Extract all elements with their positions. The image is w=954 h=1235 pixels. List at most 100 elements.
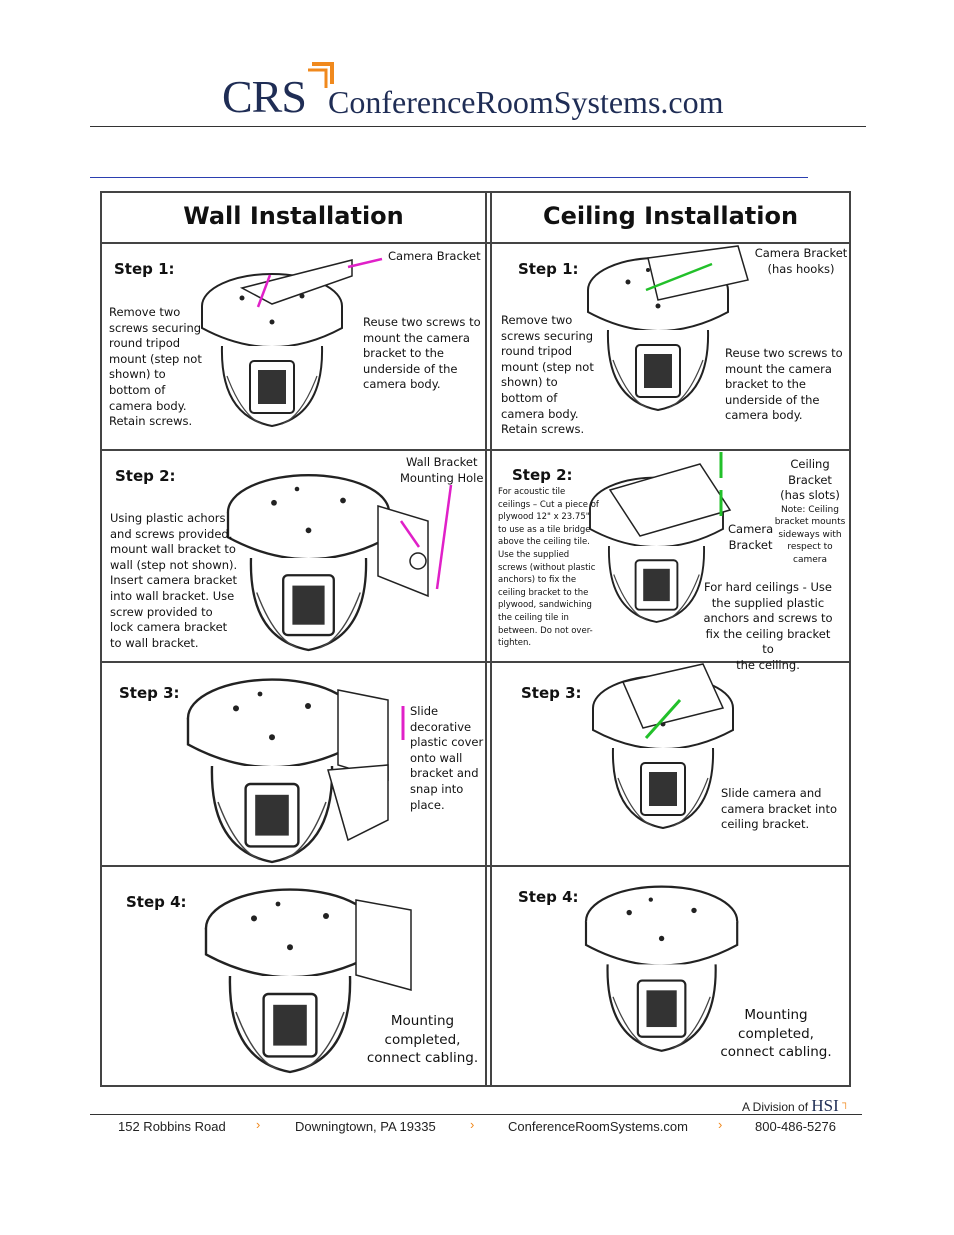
ceiling-step2-bracket-callout: Ceiling Bracket (has slots) (772, 457, 848, 504)
division-text: A Division of (742, 1100, 809, 1114)
text-line: snap into (410, 781, 464, 796)
text-line: bracket mounts (774, 517, 846, 528)
ceiling-step2-acoustic-text: For acoustic tile ceilings – Cut a piece… (498, 486, 599, 650)
text-line: between. Do not over- (498, 625, 593, 636)
text-line: Slide camera and (721, 786, 822, 800)
text-line: tighten. (498, 638, 532, 649)
wall-installation-title: Wall Installation (183, 202, 404, 230)
footer-website[interactable]: ConferenceRoomSystems.com (508, 1119, 688, 1134)
text-line: decorative (410, 719, 472, 734)
text-line: Wall Bracket (405, 455, 478, 469)
text-line: completed, (738, 1025, 814, 1042)
wall-step3-callout-line (401, 706, 405, 740)
text-line: camera body. (501, 406, 579, 421)
ceiling-step1-label: Step 1: (518, 260, 579, 278)
ceiling-step2-label: Step 2: (512, 466, 573, 484)
text-line: bracket to the (363, 346, 444, 361)
text-line: anchors and screws to (703, 611, 833, 626)
ceiling-step3-callout-line (644, 698, 682, 740)
text-line: Retain screws. (501, 422, 585, 437)
text-line: camera bracket into (721, 801, 837, 816)
text-line: Bracket (788, 472, 832, 487)
wall-step2-callout-line (399, 485, 453, 590)
text-line: ceiling bracket. (721, 817, 810, 832)
text-line: round tripod (501, 344, 573, 359)
text-line: bracket and (410, 766, 479, 781)
wall-step1-right-text: Reuse two screws to mount the camera bra… (363, 315, 481, 393)
text-line: Note: Ceiling (781, 505, 839, 515)
wall-step1-label: Step 1: (114, 260, 175, 278)
text-line: screws securing (109, 320, 202, 335)
text-line: Reuse two screws to (725, 346, 843, 360)
ceiling-step3-text: Slide camera and camera bracket into cei… (721, 786, 837, 833)
text-line: For hard ceilings - Use (704, 580, 832, 594)
text-line: and screws provided, (110, 526, 233, 541)
text-line: the ceiling tile in (498, 612, 569, 623)
text-line: connect cabling. (720, 1044, 832, 1060)
wall-step1-callout-line (256, 257, 383, 308)
row-divider-1 (100, 449, 851, 451)
text-line: completed, (384, 1031, 461, 1048)
logo-crs: CRS (222, 71, 307, 122)
text-line: (has hooks) (767, 261, 835, 276)
footer-phone: 800-486-5276 (755, 1119, 836, 1134)
text-line: anchors) to fix the (498, 575, 577, 586)
text-line: bottom of (501, 390, 558, 405)
text-line: screws (without plastic (498, 562, 596, 573)
text-line: camera (793, 554, 827, 565)
text-line: mount (step not (109, 351, 202, 366)
wall-step3-camera-illustration (186, 678, 389, 864)
chevron-right-icon: › (256, 1117, 261, 1132)
text-line: Camera (728, 522, 774, 536)
text-line: bracket to the (725, 377, 806, 392)
text-line: mount the camera (363, 330, 470, 345)
text-line: Insert camera bracket (110, 573, 237, 588)
row-divider-2 (100, 661, 851, 663)
ceiling-step2-hard-text: For hard ceilings - Use the supplied pla… (700, 580, 836, 674)
text-line: camera body. (725, 408, 803, 423)
text-line: the supplied plastic (711, 595, 825, 610)
text-line: plastic cover (410, 735, 484, 750)
division-line: A Division of HSI ┐ (742, 1096, 849, 1116)
text-line: onto wall (410, 750, 463, 765)
footer-city: Downingtown, PA 19335 (295, 1119, 436, 1134)
text-line: Camera Bracket (754, 246, 848, 260)
text-line: Ceiling (790, 457, 830, 471)
wall-step1-callout: Camera Bracket (388, 249, 481, 263)
ceiling-step4-text: Mounting completed, connect cabling. (714, 1006, 838, 1062)
text-line: ceilings – Cut a piece of (498, 499, 599, 510)
text-line: shown) to (501, 375, 558, 390)
text-line: the ceiling. (736, 657, 800, 672)
text-line: Reuse two screws to (363, 315, 481, 329)
ceiling-step1-callout-line (645, 262, 713, 292)
text-line: camera body. (363, 377, 441, 392)
text-line: above the ceiling tile. (498, 537, 590, 548)
text-line: underside of the (363, 361, 458, 376)
logo: CRS ConferenceRoomSystems.com (222, 62, 742, 124)
text-line: Using plastic achors (110, 511, 226, 525)
hsi-logo: HSI (811, 1096, 839, 1115)
text-line: Mounting (390, 1013, 455, 1029)
ceiling-step2-camera-illustration (589, 463, 732, 623)
text-line: respect to (787, 542, 833, 553)
text-line: (has slots) (780, 488, 840, 503)
wall-step2-text: Using plastic achors and screws provided… (110, 511, 237, 651)
text-line: fix the ceiling bracket to (705, 626, 831, 657)
ceiling-step4-label: Step 4: (518, 888, 579, 906)
text-line: place. (410, 797, 445, 812)
text-line: ceiling bracket to the (498, 587, 589, 598)
wall-step2-camera-illustration (226, 474, 429, 652)
text-line: underside of the (725, 392, 820, 407)
column-divider-2 (490, 191, 492, 1087)
footer-rule (90, 1114, 862, 1115)
row-divider-3 (100, 865, 851, 867)
chevron-right-icon: › (718, 1117, 723, 1132)
text-line: to wall bracket. (110, 635, 199, 650)
instruction-table (100, 191, 851, 1087)
text-line: mount (step not (501, 359, 594, 374)
text-line: Mounting Hole (400, 470, 484, 485)
row-divider-title (100, 242, 851, 244)
text-line: screw provided to (110, 604, 213, 619)
wall-step2-callout: Wall Bracket Mounting Hole (400, 455, 483, 486)
ceiling-step1-left-text: Remove two screws securing round tripod … (501, 313, 594, 438)
